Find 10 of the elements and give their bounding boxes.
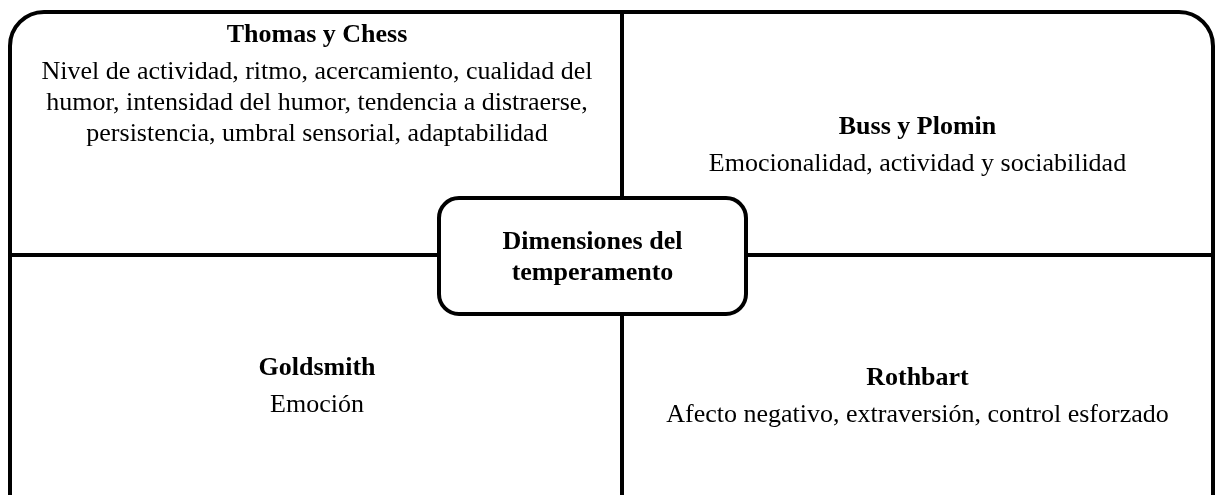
center-title: Dimensiones del temperamento [501, 225, 684, 287]
quadrant-text: Emoción [270, 388, 364, 419]
quadrant-heading: Thomas y Chess [226, 18, 408, 49]
quadrant-heading: Buss y Plomin [838, 109, 997, 141]
quadrant-text: Nivel de actividad, ritmo, acercamiento, cualidad del humor, intensidad del humor, tendencia a distraerse, persistencia, umbral sensorial, adaptabilidad [40, 55, 594, 148]
quadrant-heading: Goldsmith [258, 351, 376, 382]
quadrant-text: Emocionalidad, actividad y sociabilidad [708, 146, 1127, 178]
center-box [437, 196, 748, 316]
quadrant-text: Afecto negativo, extraversión, control esforzado [666, 398, 1169, 429]
quadrant-heading: Rothbart [866, 361, 969, 392]
